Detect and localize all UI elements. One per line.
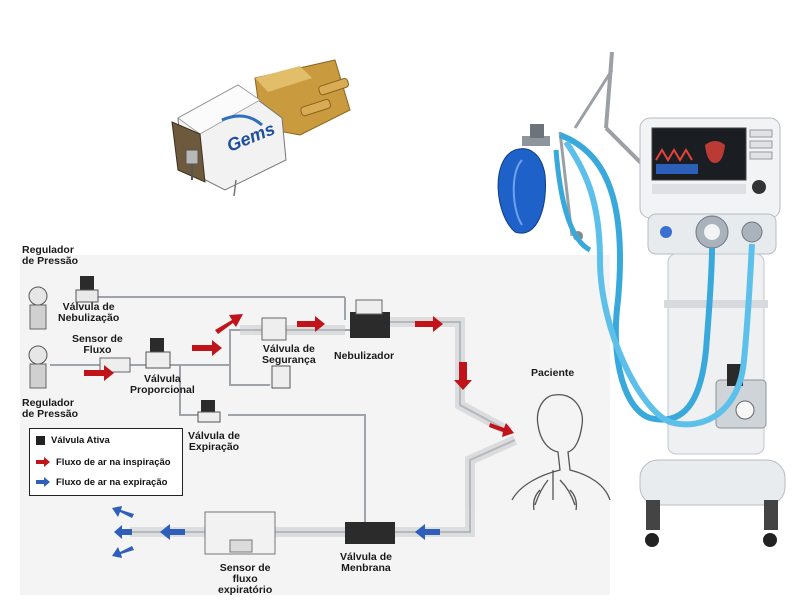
nebulizer-label: Nebulizador: [334, 350, 395, 362]
patient-label: Paciente: [531, 367, 575, 379]
expiration-valve: [197, 400, 221, 423]
schematic-background: [20, 255, 610, 595]
expiration-valve-line: [228, 414, 366, 525]
gems-solenoid-valve: [171, 59, 351, 197]
inspiration-line-to-patient: [390, 321, 511, 433]
inspiration-arrows: [84, 314, 514, 437]
expiratory-flow-sensor: [204, 511, 276, 555]
nebulization-valve: [75, 276, 99, 303]
legend-active-valve: Válvula Ativa: [36, 433, 110, 447]
expiration-arrows: [112, 506, 440, 558]
legend-expiration: Fluxo de ar na expiração: [36, 475, 167, 489]
nebulizer: [350, 299, 390, 338]
pressure-regulator-bottom: [28, 345, 48, 389]
blue-arrow-icon: [36, 477, 50, 487]
expiration-line-from-patient: [395, 439, 516, 533]
safety-valve: [261, 317, 291, 389]
membrane-valve: [345, 522, 395, 544]
proportional-valve: [145, 338, 171, 369]
red-arrow-icon: [36, 457, 50, 467]
active-valve-square-icon: [36, 435, 45, 445]
legend: Válvula Ativa Fluxo de ar na inspiração …: [29, 428, 183, 496]
legend-inspiration: Fluxo de ar na inspiração: [36, 455, 171, 469]
pressure-regulator-top: [28, 286, 48, 330]
mechanical-ventilator: [497, 51, 786, 547]
patient-silhouette: [511, 394, 611, 511]
